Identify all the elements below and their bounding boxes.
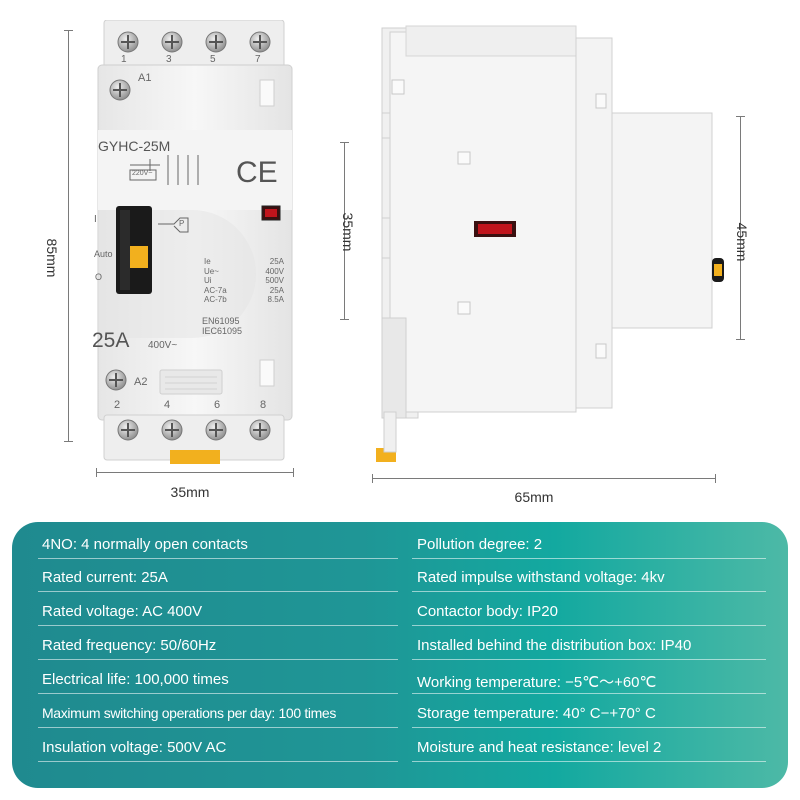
dim-label-35mm-side: 35mm xyxy=(340,212,356,252)
spec-rated-frequency: Rated frequency: 50/60Hz xyxy=(42,637,217,654)
spec-working-temperature: Working temperature: −5℃～+60℃ xyxy=(417,674,657,691)
a2-label: A2 xyxy=(134,376,148,388)
dim-line-35mm-side xyxy=(344,142,345,320)
terminal-label-5: 5 xyxy=(210,54,216,65)
dim-line-35mm-front xyxy=(96,472,294,473)
switch-label-auto: Auto xyxy=(94,249,113,259)
specs-panel: 4NO: 4 normally open contacts Rated curr… xyxy=(12,522,788,788)
standards-label: EN61095 IEC61095 xyxy=(202,316,243,336)
dim-label-65mm: 65mm xyxy=(514,489,554,505)
dim-label-45mm: 45mm xyxy=(734,222,750,262)
spec-max-switching: Maximum switching operations per day: 10… xyxy=(42,705,337,721)
ratings-keys: Ie Ue~ Ui AC-7a AC-7b xyxy=(204,257,227,304)
manual-switch-handle[interactable] xyxy=(116,206,152,294)
spec-rated-voltage: Rated voltage: AC 400V xyxy=(42,603,203,620)
ratings-values: 25A 400V 500V 25A 8.5A xyxy=(265,257,284,304)
contactor-front-view xyxy=(97,20,293,464)
big-voltage-label: 400V~ xyxy=(148,340,178,351)
spec-moisture-resistance: Moisture and heat resistance: level 2 xyxy=(417,739,662,756)
terminal-label-2: 2 xyxy=(114,399,121,411)
bottom-terminal-screws xyxy=(117,419,271,441)
terminal-label-1: 1 xyxy=(121,54,127,65)
dim-line-85mm xyxy=(68,30,69,442)
a1-label: A1 xyxy=(138,72,152,84)
contactor-side-view xyxy=(376,25,724,462)
spec-installed-ip: Installed behind the distribution box: I… xyxy=(417,637,692,654)
spec-body-ip: Contactor body: IP20 xyxy=(417,603,558,620)
switch-label-i: I xyxy=(94,214,97,225)
model-label: GYHC-25M xyxy=(98,138,171,154)
spec-contacts: 4NO: 4 normally open contacts xyxy=(42,536,248,553)
big-current-label: 25A xyxy=(92,329,130,352)
spec-insulation-voltage: Insulation voltage: 500V AC xyxy=(42,739,227,756)
spec-electrical-life: Electrical life: 100,000 times xyxy=(42,671,229,688)
dim-label-35mm-front: 35mm xyxy=(170,484,210,500)
terminal-label-7: 7 xyxy=(255,54,261,65)
terminal-label-3: 3 xyxy=(166,54,172,65)
p-label: P xyxy=(179,219,185,228)
coil-label: 220V~ xyxy=(132,170,153,177)
dim-label-85mm: 85mm xyxy=(44,238,60,278)
switch-label-o: O xyxy=(95,272,103,282)
dim-line-45mm xyxy=(740,116,741,340)
top-terminal-screws xyxy=(117,31,271,53)
spec-rated-current: Rated current: 25A xyxy=(42,569,168,586)
terminal-label-4: 4 xyxy=(164,399,171,411)
ce-mark: CE xyxy=(236,156,278,189)
spec-pollution-degree: Pollution degree: 2 xyxy=(417,536,543,553)
spec-impulse-voltage: Rated impulse withstand voltage: 4kv xyxy=(417,569,665,586)
terminal-label-8: 8 xyxy=(260,399,267,411)
terminal-label-6: 6 xyxy=(214,399,221,411)
spec-storage-temperature: Storage temperature: 40° C−+70° C xyxy=(417,705,656,722)
dim-line-65mm xyxy=(372,478,716,479)
